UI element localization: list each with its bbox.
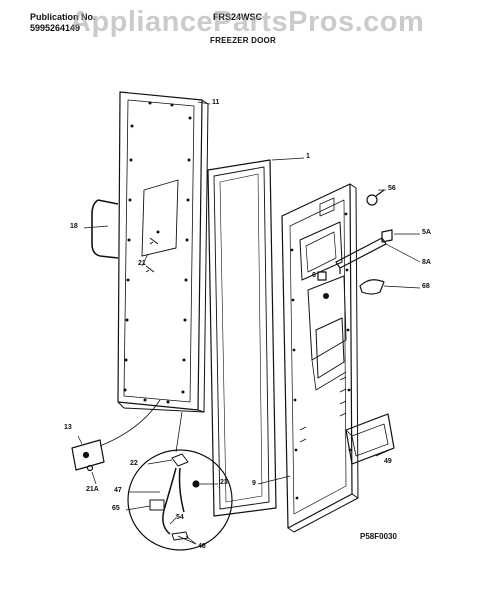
callout-9: 9 [252, 480, 256, 487]
callout-47: 47 [114, 487, 122, 494]
publication-block: Publication No. 5995264149 [30, 12, 96, 34]
callout-13: 13 [64, 424, 72, 431]
callout-18: 18 [70, 223, 78, 230]
figure-code: P58F0030 [360, 532, 397, 541]
callout-68: 68 [422, 283, 430, 290]
part-6-clip [317, 271, 327, 281]
part-56-screw [366, 189, 385, 206]
section-title: FREEZER DOOR [210, 36, 276, 45]
callout-54: 54 [176, 514, 184, 521]
callout-65: 65 [112, 505, 120, 512]
callout-56: 56 [388, 185, 396, 192]
handle-screws [145, 237, 159, 273]
door-inner-liner [281, 183, 359, 533]
publication-number: 5995264149 [30, 23, 81, 33]
harness-leader [99, 399, 161, 447]
door-outer-panel [117, 91, 209, 413]
part-8a-bar [335, 237, 387, 274]
door-handle [91, 199, 119, 259]
callout-23: 23 [220, 479, 228, 486]
door-gasket [207, 159, 277, 517]
callout-21a: 21A [86, 486, 99, 493]
switch-harness-detail [127, 411, 233, 551]
part-21a-screw [86, 464, 94, 472]
callout-21: 21 [138, 260, 146, 267]
model-number: FRS24WSC [213, 12, 263, 22]
callout-5a: 5A [422, 229, 431, 236]
callout-8a: 8A [422, 259, 431, 266]
callout-22: 22 [130, 460, 138, 467]
part-49-bin [345, 413, 395, 465]
callout-49: 49 [384, 458, 392, 465]
callout-48: 48 [198, 543, 206, 550]
part-68-paddle [359, 279, 385, 295]
callout-1: 1 [306, 153, 310, 160]
part-13-hinge [71, 439, 105, 471]
callout-6: 6 [312, 272, 316, 279]
callout-11: 11 [212, 99, 220, 106]
publication-label: Publication No. [30, 12, 96, 22]
watermark-text: AppliancePartsPros.com [70, 6, 425, 38]
